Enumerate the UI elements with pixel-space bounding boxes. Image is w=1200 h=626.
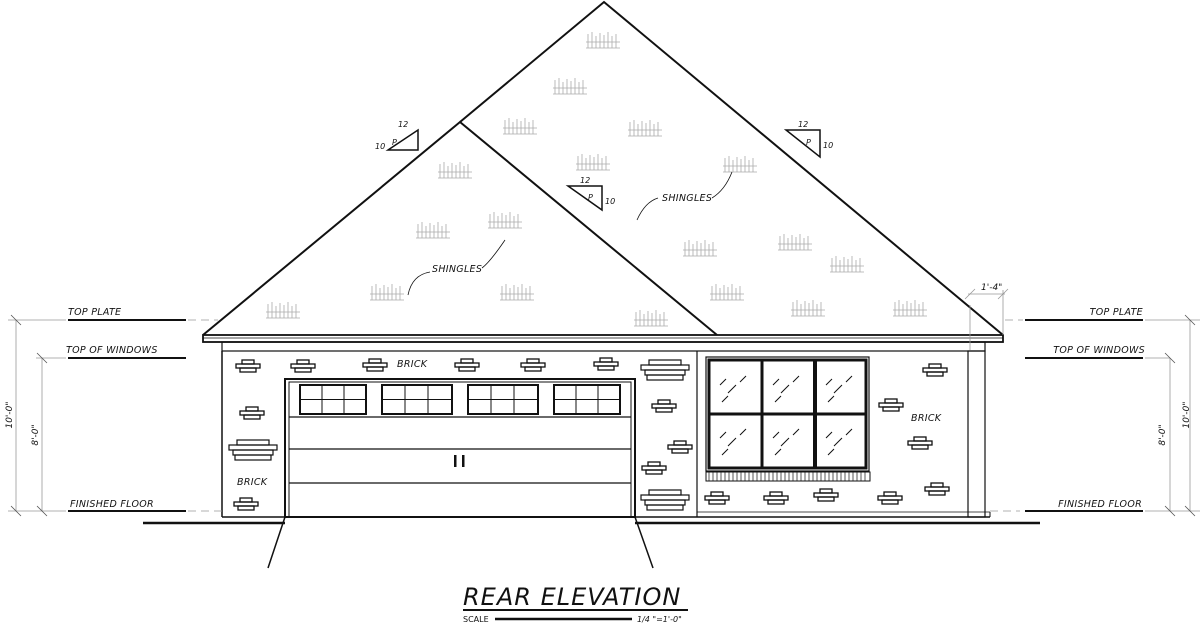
scale-value: 1/4 "=1'-0" [637,615,682,624]
overhang-dim: 1'-4" [981,283,1002,293]
driveway [267,516,654,569]
svg-text:P: P [392,138,397,147]
svg-text:P: P [588,193,593,202]
finished-floor-label-right: FINISHED FLOOR [1058,499,1142,510]
svg-text:12: 12 [580,176,590,185]
garage-door [267,378,654,569]
top-plate-label-right: TOP PLATE [1090,307,1143,318]
top-of-windows-label-right: TOP OF WINDOWS [1053,345,1145,356]
door-handle-icon [454,455,457,467]
door-handle-icon [462,455,465,467]
scale-label: SCALE [463,615,489,624]
svg-text:P: P [806,138,811,147]
level-lines [8,288,1200,517]
roof [202,0,1004,352]
svg-text:10: 10 [375,142,385,151]
svg-text:10: 10 [605,197,615,206]
window-height-dim-right: 8'-0" [1158,424,1168,445]
pitch-symbol-left: 12 P 10 [375,120,419,151]
svg-text:12: 12 [798,120,808,129]
overall-height-dim-left: 10'-0" [5,401,15,428]
brick-texture [228,357,950,511]
brick-note-right: BRICK [911,413,942,424]
brick-note-top: BRICK [397,359,428,370]
finished-floor-label-left: FINISHED FLOOR [70,499,154,510]
walls [143,350,1040,525]
shingle-texture [265,31,928,327]
drawing-title: REAR ELEVATION [463,583,681,611]
rear-window [705,356,871,482]
top-plate-label-left: TOP PLATE [68,307,121,318]
svg-text:12: 12 [398,120,408,129]
shingles-note-right: SHINGLES [662,193,712,204]
svg-text:10: 10 [823,141,833,150]
window-height-dim-left: 8'-0" [31,424,41,445]
garage-window-panels [299,384,621,415]
shingles-note-left: SHINGLES [432,264,482,275]
top-of-windows-label-left: TOP OF WINDOWS [66,345,158,356]
pitch-symbol-center: 12 P 10 [565,176,615,212]
brick-note-left: BRICK [237,477,268,488]
overall-height-dim-right: 10'-0" [1182,401,1192,428]
pitch-symbol-right: 12 P 10 [783,120,833,159]
